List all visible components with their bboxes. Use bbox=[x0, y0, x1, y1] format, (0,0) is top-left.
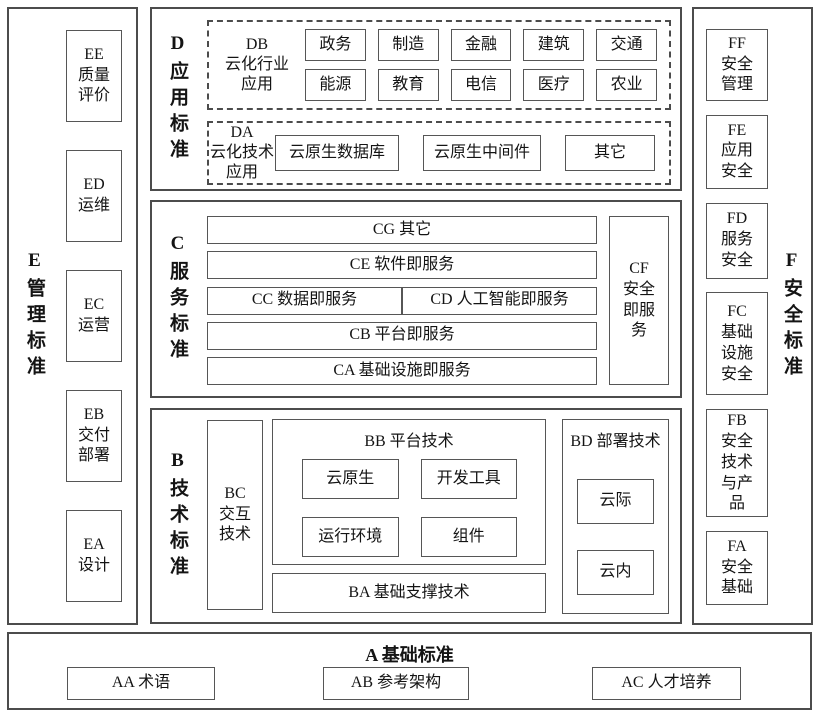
bb-grid: 云原生 开发工具 运行环境 组件 bbox=[273, 451, 545, 557]
box-ac-talent-training: AC 人才培养 bbox=[592, 667, 741, 700]
industry-box-government: 政务 bbox=[305, 29, 366, 61]
group-db-cloud-industry-applications: DB 云化行业 应用 政务 制造 金融 建筑 交通 能源 教育 电信 医疗 农业 bbox=[207, 20, 671, 110]
panel-c-service-standards: C服务标准 CG 其它 CE 软件即服务 CC 数据即服务 CD 人工智能即服务… bbox=[150, 200, 682, 398]
box-ec-operation: EC 运营 bbox=[66, 270, 122, 362]
e-boxes-stack: EE 质量 评价 ED 运维 EC 运营 EB 交付 部署 EA 设计 bbox=[66, 30, 122, 602]
industry-box-construction: 建筑 bbox=[523, 29, 585, 61]
label-a-basic-standards: A 基础标准 bbox=[365, 645, 454, 665]
box-fe-application-security: FE 应用 安全 bbox=[706, 114, 768, 189]
label-bb-platform-technology: BB 平台技术 bbox=[364, 433, 454, 450]
label-d-application-standards: D应用标准 bbox=[167, 33, 188, 165]
box-ed-operations-maintenance: ED 运维 bbox=[66, 150, 122, 242]
box-ff-security-management: FF 安全 管理 bbox=[706, 29, 768, 101]
label-f-security-standards: F安全标准 bbox=[781, 250, 802, 382]
label-e-management-standards: E管理标准 bbox=[24, 250, 45, 382]
box-cc-data-as-a-service: CC 数据即服务 bbox=[207, 286, 402, 315]
box-cloud-native: 云原生 bbox=[302, 459, 399, 499]
box-aa-terminology: AA 术语 bbox=[67, 667, 215, 700]
box-cg-other: CG 其它 bbox=[207, 216, 597, 244]
industry-box-transportation: 交通 bbox=[596, 29, 657, 61]
industry-box-manufacturing: 制造 bbox=[377, 29, 439, 61]
box-fd-service-security: FD 服务 安全 bbox=[706, 202, 768, 279]
box-runtime-environment: 运行环境 bbox=[302, 517, 399, 557]
db-industry-grid: 政务 制造 金融 建筑 交通 能源 教育 电信 医疗 农业 bbox=[305, 22, 669, 108]
box-components: 组件 bbox=[420, 517, 517, 557]
group-da-cloud-technology-applications: DA 云化技术 应用 云原生数据库 云原生中间件 其它 bbox=[207, 121, 671, 185]
industry-box-education: 教育 bbox=[377, 69, 439, 101]
industry-box-finance: 金融 bbox=[450, 29, 512, 61]
c-split-row: CC 数据即服务 CD 人工智能即服务 bbox=[207, 286, 597, 315]
panel-a-basic-standards: A 基础标准 AA 术语 AB 参考架构 AC 人才培养 bbox=[7, 632, 812, 710]
panel-f-security-standards: F安全标准 FF 安全 管理 FE 应用 安全 FD 服务 安全 FC 基础 设… bbox=[692, 7, 813, 625]
panel-b-technology-standards: B技术标准 BC 交互 技术 BB 平台技术 云原生 开发工具 运行环境 组件 … bbox=[150, 408, 682, 624]
box-ce-software-as-a-service: CE 软件即服务 bbox=[207, 251, 597, 280]
group-bb-platform-technology: BB 平台技术 云原生 开发工具 运行环境 组件 bbox=[272, 419, 546, 565]
box-eb-delivery-deployment: EB 交付 部署 bbox=[66, 390, 122, 482]
box-ba-basic-support-technology: BA 基础支撑技术 bbox=[272, 573, 546, 613]
box-ab-reference-architecture: AB 参考架构 bbox=[323, 667, 469, 700]
industry-box-agriculture: 农业 bbox=[596, 69, 657, 101]
label-b-technology-standards: B技术标准 bbox=[167, 450, 188, 582]
box-inter-cloud: 云际 bbox=[577, 479, 654, 524]
box-da-other: 其它 bbox=[565, 135, 655, 171]
box-cd-ai-as-a-service: CD 人工智能即服务 bbox=[402, 286, 597, 315]
c-rows-stack: CG 其它 CE 软件即服务 CC 数据即服务 CD 人工智能即服务 CB 平台… bbox=[207, 216, 597, 385]
label-bd-deployment-technology: BD 部署技术 bbox=[570, 433, 661, 450]
box-cloud-native-database: 云原生数据库 bbox=[275, 135, 399, 171]
box-intra-cloud: 云内 bbox=[577, 550, 654, 595]
label-da-cloud-technology-applications: DA 云化技术 应用 bbox=[209, 124, 274, 181]
label-c-service-standards: C服务标准 bbox=[167, 233, 188, 365]
box-fa-security-basics: FA 安全 基础 bbox=[706, 530, 768, 605]
panel-e-management-standards: E管理标准 EE 质量 评价 ED 运维 EC 运营 EB 交付 部署 EA 设… bbox=[7, 7, 138, 625]
industry-box-energy: 能源 bbox=[305, 69, 366, 101]
industry-box-healthcare: 医疗 bbox=[523, 69, 585, 101]
industry-box-telecom: 电信 bbox=[450, 69, 512, 101]
box-fc-infrastructure-security: FC 基础 设施 安全 bbox=[706, 292, 768, 396]
box-development-tools: 开发工具 bbox=[420, 459, 517, 499]
box-fb-security-tech-and-products: FB 安全 技术 与产 品 bbox=[706, 409, 768, 518]
label-db-cloud-industry-applications: DB 云化行业 应用 bbox=[224, 36, 289, 93]
box-ee-quality-evaluation: EE 质量 评价 bbox=[66, 30, 122, 122]
box-ca-infrastructure-as-a-service: CA 基础设施即服务 bbox=[207, 357, 597, 385]
panel-d-application-standards: D应用标准 DB 云化行业 应用 政务 制造 金融 建筑 交通 能源 教育 电信… bbox=[150, 7, 682, 191]
box-cf-security-as-a-service: CF 安全 即服 务 bbox=[609, 216, 669, 385]
box-cb-platform-as-a-service: CB 平台即服务 bbox=[207, 321, 597, 350]
box-ea-design: EA 设计 bbox=[66, 510, 122, 602]
da-boxes-row: 云原生数据库 云原生中间件 其它 bbox=[275, 123, 669, 183]
f-boxes-stack: FF 安全 管理 FE 应用 安全 FD 服务 安全 FC 基础 设施 安全 F… bbox=[706, 29, 768, 605]
box-bc-interaction-technology: BC 交互 技术 bbox=[207, 420, 263, 610]
box-cloud-native-middleware: 云原生中间件 bbox=[423, 135, 541, 171]
group-bd-deployment-technology: BD 部署技术 云际 云内 bbox=[562, 419, 669, 614]
